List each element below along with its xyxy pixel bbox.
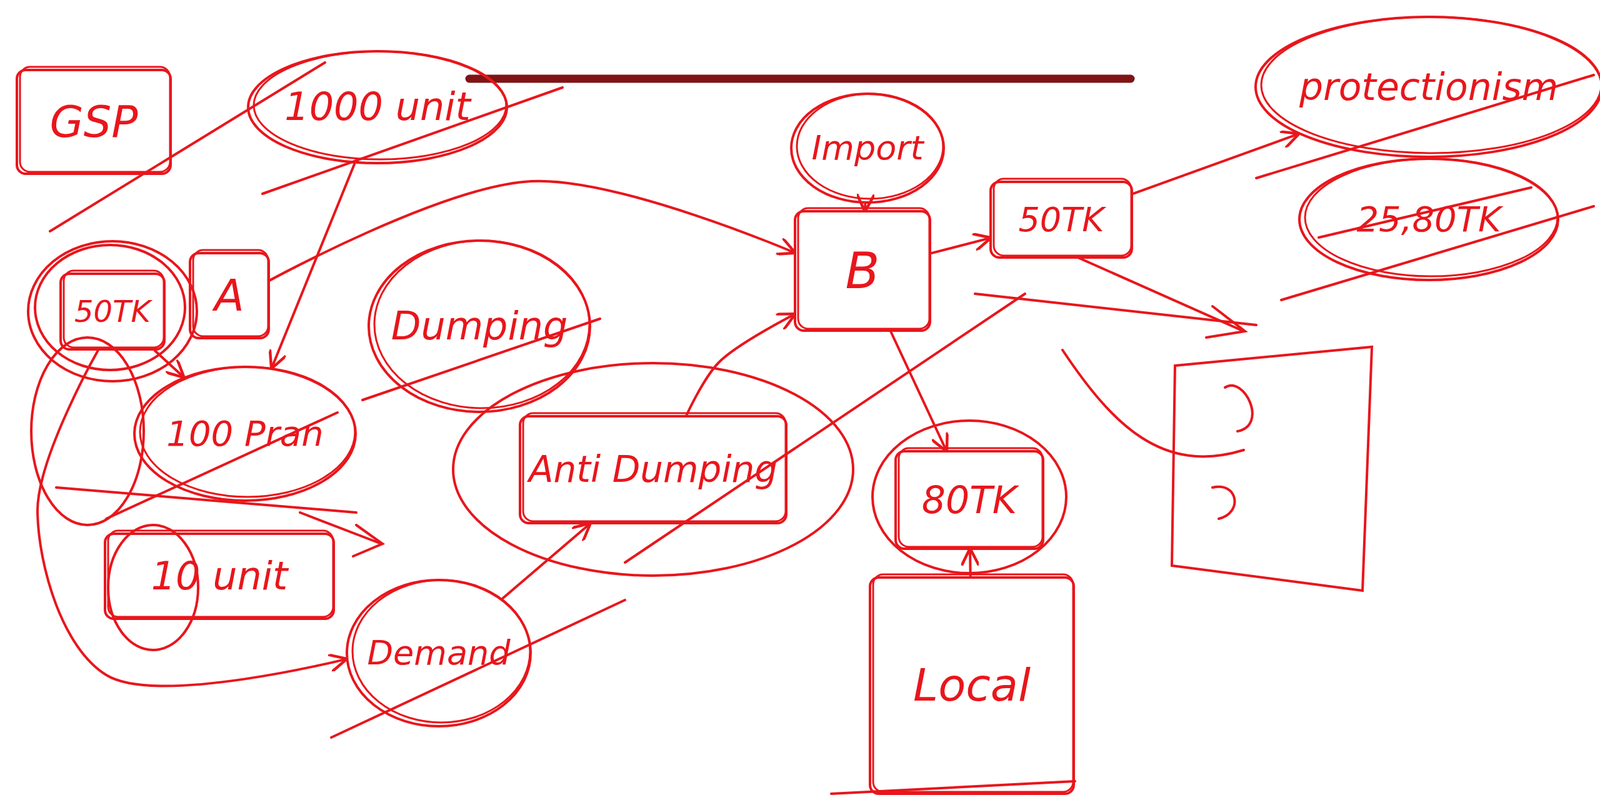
node-label: 25,80TK [1356,200,1501,239]
box-node: A [188,251,270,340]
flow-arrow [686,315,794,415]
strike-line [1062,350,1244,457]
ellipse-node: protectionism [1253,15,1600,159]
node-label: 80TK [921,479,1017,521]
node-label: Dumping [391,305,569,348]
box-node: Anti Dumping [518,415,788,525]
box-node: 50TK [989,180,1134,259]
ellipse-node: Demand [345,578,533,729]
node-label: protectionism [1299,66,1559,108]
box-node: 50TK [59,272,166,351]
house-outline [1171,346,1372,591]
ellipse-node: 25,80TK [1297,156,1560,282]
title-rule [469,75,1131,84]
node-label: 10 unit [151,555,289,598]
box-node: 80TK [894,450,1045,550]
flow-arrow [1133,134,1298,194]
node-label: A [214,271,245,320]
flow-arrow [37,350,346,686]
flow-arrow [155,350,184,377]
flow-arrow [502,524,589,599]
node-label: Demand [367,634,511,672]
box-node: B [793,210,932,332]
box-node: Local [868,576,1075,795]
flow-arrow [270,181,794,281]
node-label: Anti Dumping [528,450,778,490]
node-label: GSP [50,98,139,147]
flow-arrow [863,204,867,210]
node-label: 100 Pran [166,414,324,454]
strike-line [975,293,1257,325]
sketch-circle [31,337,144,525]
ellipse-node: 100 Pran [132,365,358,503]
flow-arrow [931,238,990,254]
node-label: Local [913,660,1031,710]
sketch-circle [28,241,197,382]
node-label: 1000 unit [284,85,471,129]
node-label: 50TK [74,295,151,329]
ellipse-node: 1000 unit [246,49,509,165]
flow-arrow [271,164,355,368]
flow-arrow [890,331,946,450]
box-node: GSP [15,68,172,175]
node-label: Import [811,129,924,167]
ellipse-node: Import [789,91,946,205]
ellipse-node: Dumping [366,238,592,414]
sketch-arrow [1075,256,1245,338]
node-label: B [845,243,880,299]
flow-arrow [968,550,972,577]
sketch-circle [872,420,1067,574]
node-label: 50TK [1018,201,1104,239]
box-node: 10 unit [103,532,335,620]
